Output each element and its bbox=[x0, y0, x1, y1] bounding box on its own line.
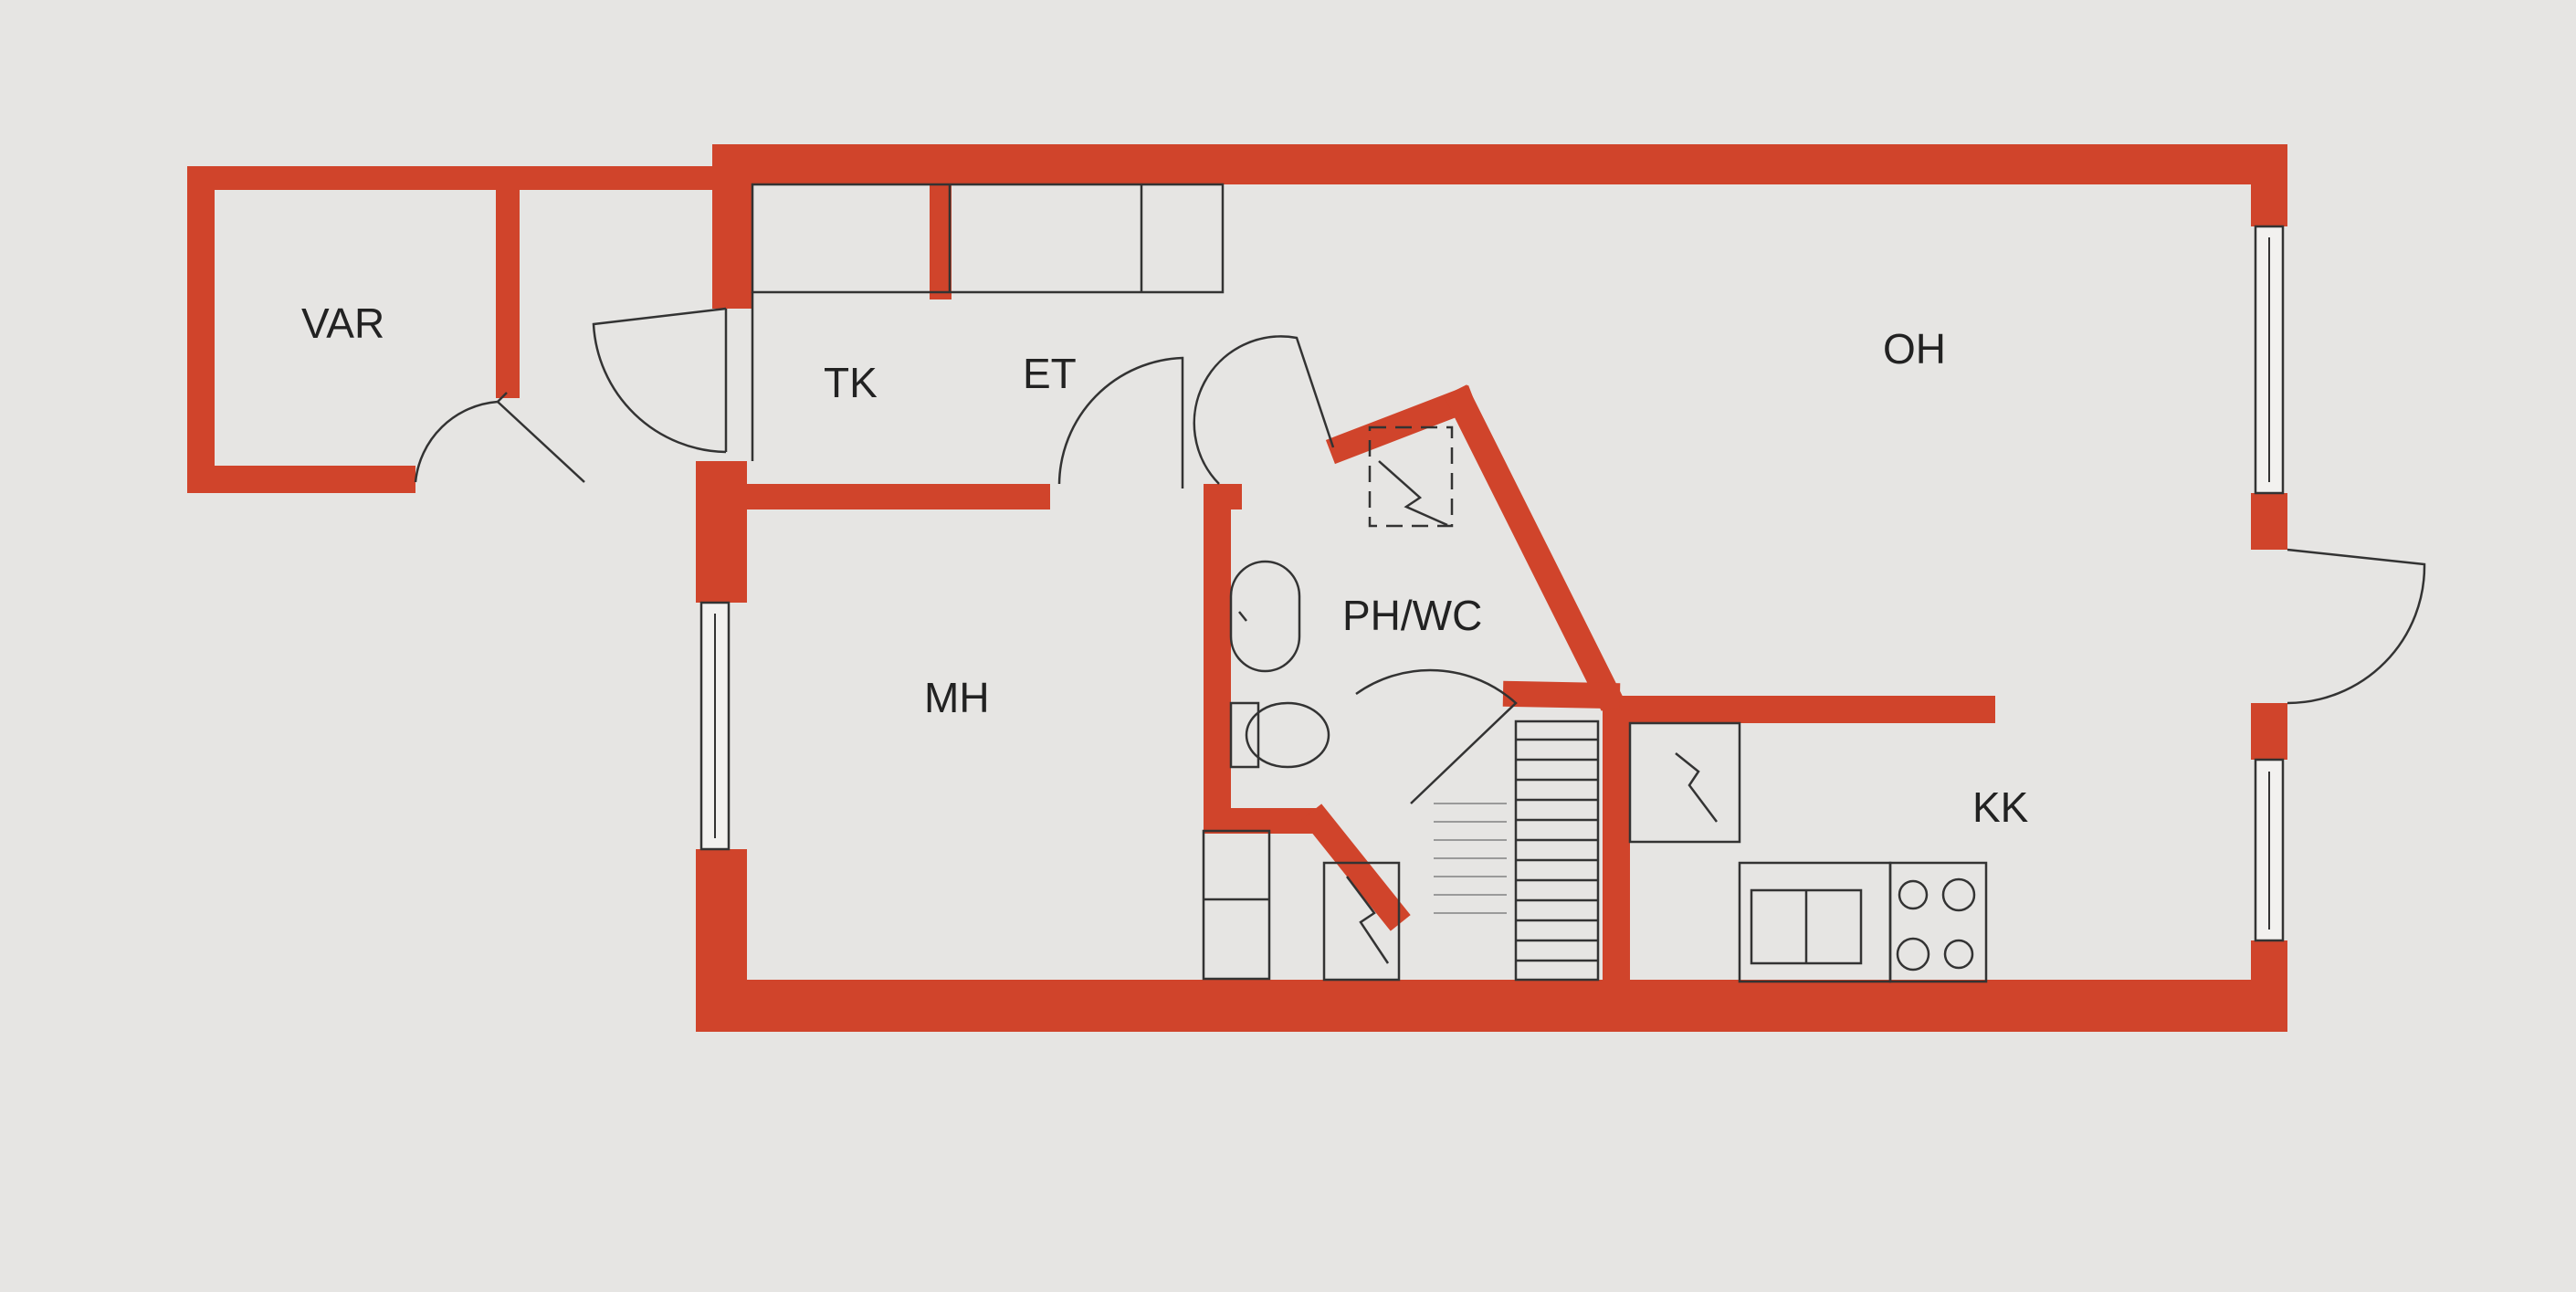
door-et-closet bbox=[1193, 335, 1335, 485]
room-label-et: ET bbox=[1023, 350, 1077, 397]
bathroom-diagonal-walls bbox=[1301, 384, 1624, 931]
room-label-kk: KK bbox=[1972, 783, 2029, 831]
doors bbox=[414, 307, 2426, 804]
room-label-oh: OH bbox=[1883, 325, 1946, 373]
door-mh bbox=[1057, 356, 1184, 488]
room-label-var: VAR bbox=[301, 299, 384, 347]
walls bbox=[187, 144, 2287, 1032]
room-label-phwc: PH/WC bbox=[1342, 592, 1482, 639]
door-var bbox=[414, 400, 499, 483]
interior-lines bbox=[724, 183, 1988, 983]
room-label-tk: TK bbox=[824, 359, 878, 406]
door-bathroom bbox=[1355, 668, 1518, 804]
door-entry bbox=[592, 307, 727, 454]
room-label-mh: MH bbox=[924, 674, 990, 721]
door-oh bbox=[2287, 548, 2426, 705]
